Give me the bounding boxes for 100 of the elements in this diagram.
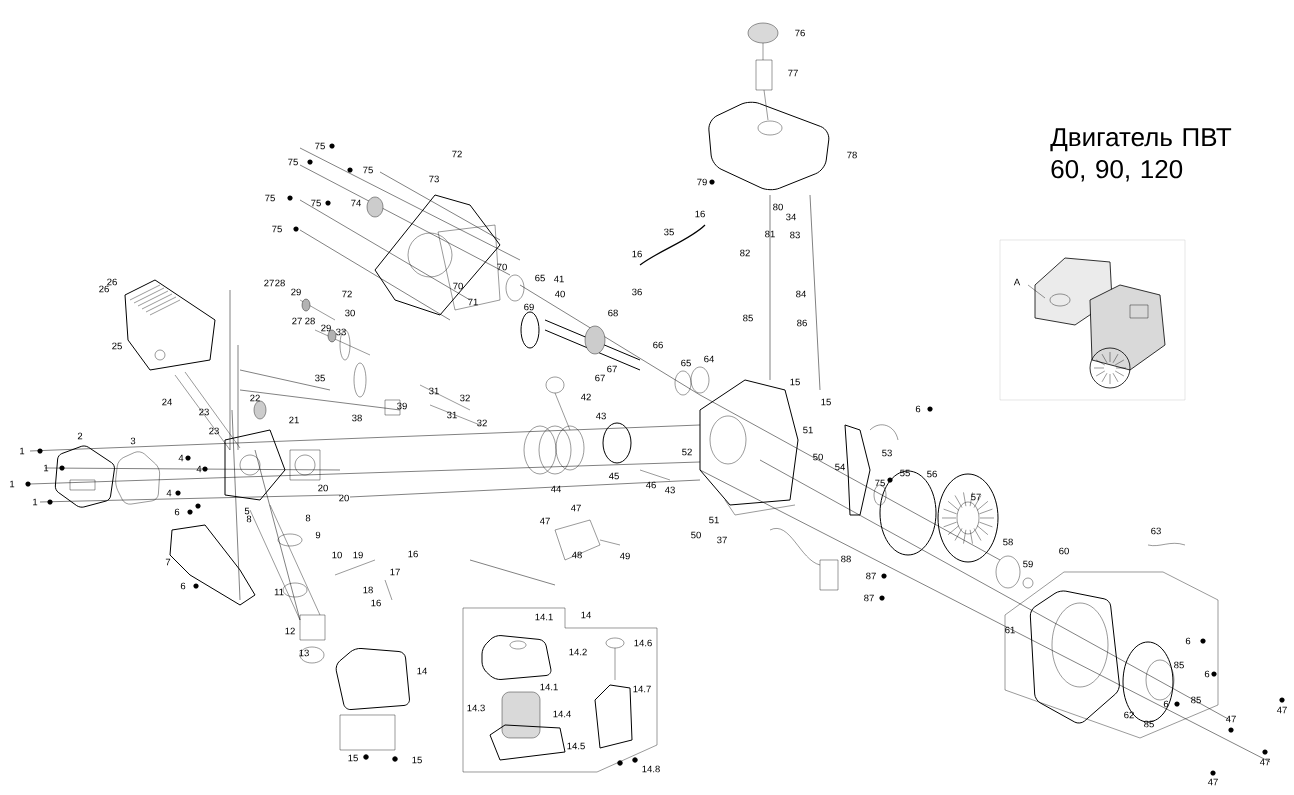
callout-number: 65	[681, 359, 691, 367]
callout-number: 27	[264, 279, 274, 287]
callout-number: 47	[1259, 758, 1270, 766]
callout-number: 75	[288, 158, 298, 166]
callout-number: 44	[550, 485, 561, 493]
callout-number: 17	[390, 568, 400, 576]
callout-number: 85	[1191, 696, 1201, 704]
callout-number: 16	[632, 250, 642, 258]
callout-number: 57	[971, 493, 981, 501]
callout-number: 73	[429, 175, 439, 183]
callout-number: 50	[813, 453, 823, 461]
callout-number: 82	[740, 249, 750, 257]
callout-number: 14.2	[569, 648, 587, 656]
callout-number: 14.1	[540, 683, 558, 691]
callout-number: 13	[299, 649, 309, 657]
callout-number: 19	[353, 551, 363, 559]
callout-number: 67	[607, 365, 617, 373]
callout-number: 80	[773, 203, 783, 211]
callout-number: 25	[112, 342, 122, 350]
callout-number: 16	[408, 550, 418, 558]
callout-number: 34	[786, 213, 796, 221]
callout-number: 10	[332, 551, 342, 559]
callout-number: 3	[130, 437, 136, 445]
callout-number: 77	[788, 69, 798, 77]
callout-number: 18	[363, 586, 373, 594]
callout-number: 86	[797, 319, 807, 327]
callout-number: 24	[162, 398, 172, 406]
callout-number: 66	[653, 341, 663, 349]
callout-number: 47	[1276, 706, 1287, 714]
callout-number: 37	[717, 536, 727, 544]
callout-number: 79	[697, 178, 707, 186]
callout-number: 2	[77, 432, 83, 440]
callout-number: 45	[608, 472, 619, 480]
callout-number: 31	[447, 411, 457, 419]
callout-number: 16	[695, 210, 705, 218]
callout-number: 14.1	[535, 613, 553, 621]
callout-number: 15	[790, 378, 800, 386]
callout-number: 47	[1225, 715, 1236, 723]
callout-number: 29	[291, 288, 301, 296]
callout-number: 39	[397, 402, 407, 410]
callout-number: 75	[875, 479, 885, 487]
callout-number: 4	[166, 489, 172, 497]
callout-number: 83	[790, 231, 800, 239]
callout-number: 75	[363, 166, 373, 174]
callout-number: 29	[321, 324, 331, 332]
callout-number: A	[1013, 278, 1021, 286]
callout-number: 53	[882, 449, 892, 457]
callout-number: 47	[1207, 778, 1218, 786]
callout-number: 31	[429, 387, 439, 395]
callout-number: 56	[927, 470, 937, 478]
callout-number: 72	[452, 150, 462, 158]
callout-number: 6	[1163, 700, 1169, 708]
callout-number: 28	[305, 317, 315, 325]
callout-number: 16	[371, 599, 381, 607]
callout-number: 14	[581, 611, 591, 619]
callout-number: 26	[107, 278, 117, 286]
callout-number: 4	[178, 454, 184, 462]
callout-number: 4	[196, 465, 202, 473]
callout-number: 26	[99, 285, 109, 293]
callout-number: 84	[796, 290, 806, 298]
callout-number: 14.7	[633, 685, 651, 693]
callout-number: 14.8	[642, 765, 660, 773]
callout-number: 87	[864, 594, 874, 602]
callout-number: 74	[351, 199, 361, 207]
callout-number: 78	[847, 151, 857, 159]
callout-number: 33	[336, 328, 346, 336]
callout-number: 15	[412, 756, 422, 764]
callout-number: 22	[250, 394, 260, 402]
callout-number: 51	[709, 516, 719, 524]
callout-number: 6	[1185, 637, 1191, 645]
callout-number: 75	[265, 194, 275, 202]
callout-number: 28	[275, 279, 285, 287]
callout-number: 9	[315, 531, 321, 539]
callout-number: 12	[285, 627, 295, 635]
callout-number: 59	[1023, 560, 1033, 568]
callout-number: 20	[339, 494, 349, 502]
callout-number: 6	[915, 405, 921, 413]
callout-number: 35	[315, 374, 325, 382]
callout-number: 41	[553, 275, 564, 283]
callout-number: 1	[20, 447, 25, 455]
callout-number: 76	[795, 29, 805, 37]
callout-number: 11	[274, 588, 284, 596]
callout-number: 14.5	[567, 742, 585, 750]
callout-number: 8	[246, 515, 252, 523]
callout-number: 32	[460, 394, 470, 402]
callout-number: 46	[645, 481, 656, 489]
callout-number: 69	[524, 303, 534, 311]
callout-number: 23	[199, 408, 209, 416]
callout-number: 49	[619, 552, 630, 560]
callout-number: 14	[417, 667, 427, 675]
callout-number: 14.6	[634, 639, 652, 647]
callout-number: 23	[209, 427, 219, 435]
callout-number: 50	[691, 531, 701, 539]
callout-number: 15	[348, 754, 358, 762]
callout-number: 81	[765, 230, 775, 238]
callout-number: 42	[580, 393, 591, 401]
title: Двигатель ПВТ 60, 90, 120	[1050, 128, 1232, 182]
callout-number: 14.4	[553, 710, 571, 718]
callout-number: 35	[664, 228, 674, 236]
callout-number: 87	[866, 572, 876, 580]
